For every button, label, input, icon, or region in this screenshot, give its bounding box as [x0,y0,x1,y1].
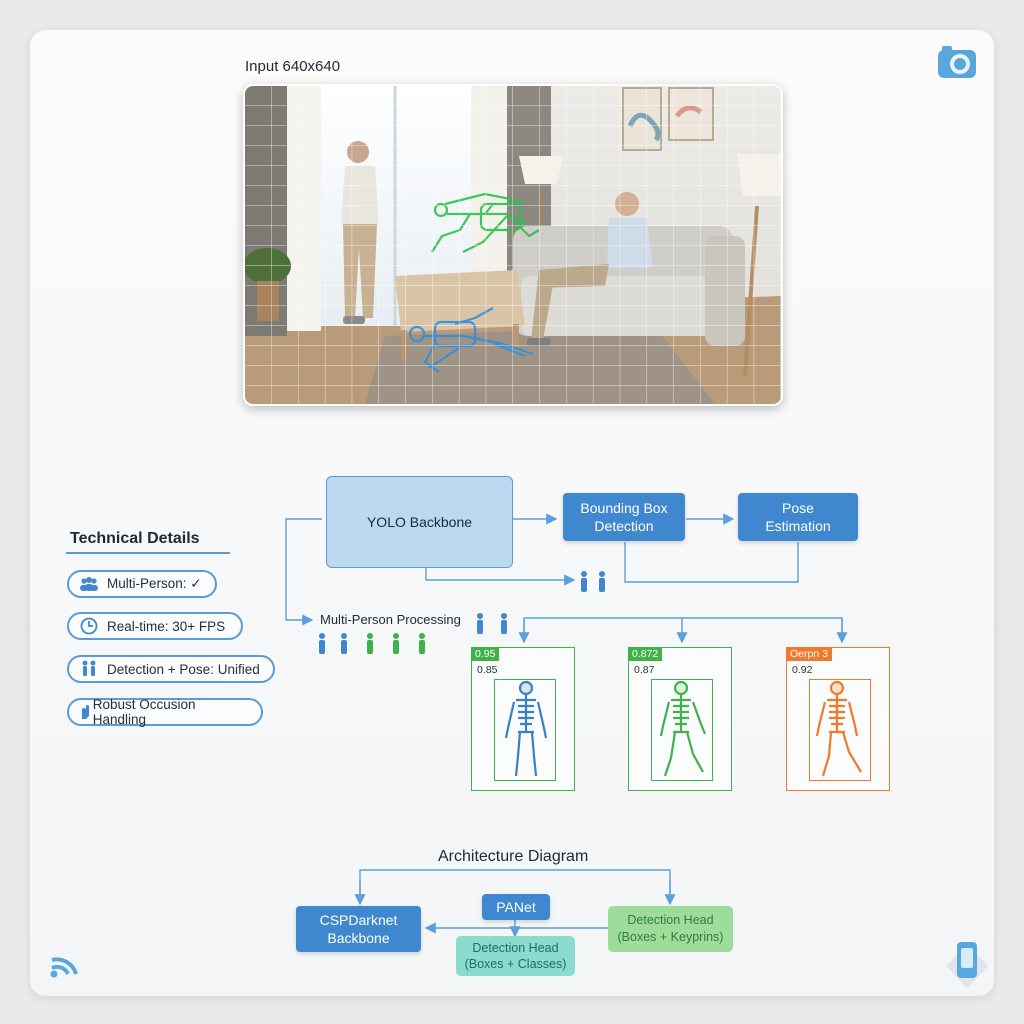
device-icon [946,942,988,988]
skeleton-icon [815,680,862,777]
detection-score: 0.87 [634,664,655,676]
detection-inner-box [651,679,713,781]
architecture-heading: Architecture Diagram [438,848,589,865]
tech-item-text: Detection + Pose: Unified [107,661,260,677]
wifi-icon [50,957,78,978]
det-classes-label-1: Detection Head [472,941,559,955]
camera-icon[interactable] [936,44,980,80]
tech-item-multi-person: Multi-Person: ✓ [67,570,217,598]
detection-head-classes-box: Detection Head (Boxes + Classes) [456,936,575,976]
tech-item-text: Multi-Person: ✓ [107,576,202,591]
det-kp-label-1: Detection Head [627,913,714,927]
csp-label-1: CSPDarknet [319,912,398,928]
detection-inner-box [494,679,556,781]
skeleton-icon [659,680,707,777]
detection-score: 0.85 [477,664,498,676]
panet-box: PANet [482,894,550,920]
people-row-icon [319,633,425,654]
people-pair-icon [477,613,507,634]
input-label: Input 640x640 [245,58,341,75]
panet-label: PANet [496,899,536,915]
cspdarknet-box: CSPDarknet Backbone [296,906,421,952]
detection-tag: Oerpn 3 [786,647,832,661]
technical-underline [66,552,230,554]
csp-label-2: Backbone [327,930,390,946]
detection-card-2: 0.872 0.87 [628,647,732,791]
bbox-label-1: Bounding Box [580,500,668,516]
tech-item-detection-pose: Detection + Pose: Unified [67,655,275,683]
det-classes-label-2: (Boxes + Classes) [464,957,567,971]
pose-label-1: Pose [782,500,814,516]
hand-icon [79,703,91,721]
yolo-backbone-label: YOLO Backbone [366,514,473,530]
detection-inner-box [809,679,871,781]
technical-heading: Technical Details [70,530,200,547]
detection-tag: 0.872 [628,647,663,661]
tech-item-realtime: Real-time: 30+ FPS [67,612,243,640]
pose-estimation-box: Pose Estimation [738,493,858,541]
pose-label-2: Estimation [765,518,831,534]
clock-icon [79,617,99,635]
tech-item-text: Real-time: 30+ FPS [107,618,226,634]
tech-item-text: Robust Occusion Handling [92,697,196,727]
detection-tag: 0.95 [471,647,500,661]
detection-score: 0.92 [792,664,813,676]
detection-card-3: Oerpn 3 0.92 [786,647,890,791]
skeleton-icon [504,680,548,777]
people-small-icon [581,571,605,592]
detection-head-keypoints-box: Detection Head (Boxes + Keyprins) [608,906,733,952]
input-image [243,84,783,406]
bbox-detection-box: Bounding Box Detection [563,493,685,541]
yolo-backbone-box: YOLO Backbone [326,476,513,568]
multi-person-label: Multi-Person Processing [320,612,461,627]
det-kp-label-2: (Boxes + Keyprins) [617,930,724,944]
bbox-label-2: Detection [594,518,654,534]
detection-card-1: 0.95 0.85 [471,647,575,791]
pose-icon [79,660,99,678]
tech-item-occlusion: Robust Occusion Handling [67,697,263,727]
people-icon [79,575,99,593]
